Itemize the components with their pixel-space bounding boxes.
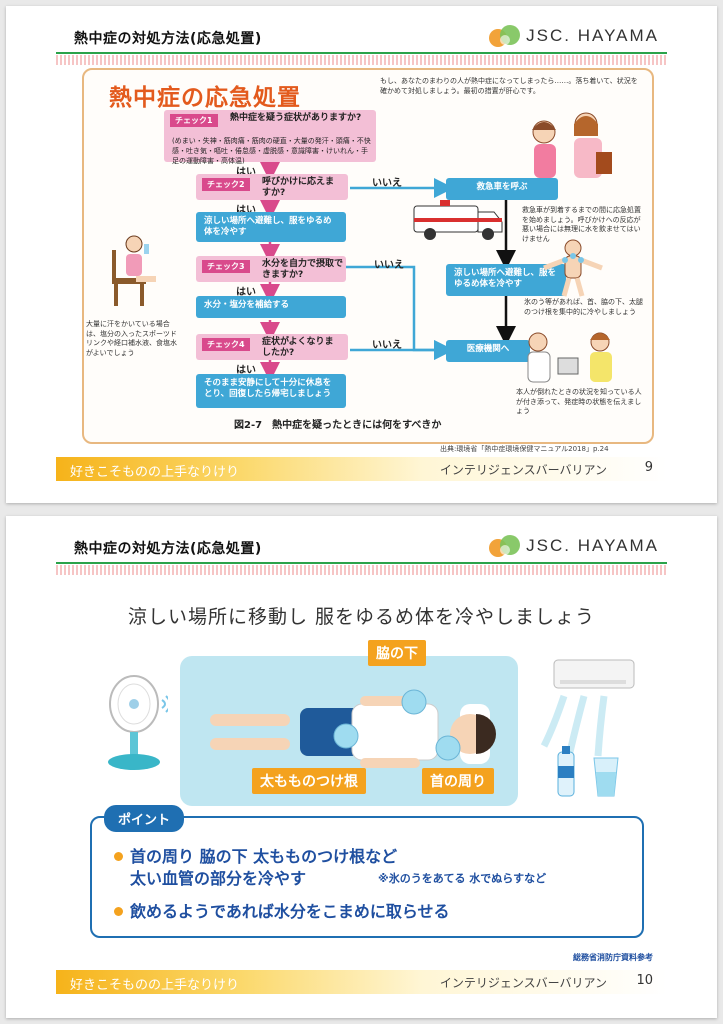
hospital-note: 本人が倒れたときの状況を知っている人が付き添って、発症時の状態を伝えましょう [516,388,642,415]
check2-box: チェック2 呼びかけに応えますか? [196,174,348,200]
no-label-3: いいえ [372,340,402,351]
page-number: 9 [644,460,653,475]
slide-header-title: 熱中症の対処方法(応急処置) [74,541,262,557]
source-note: 総務省消防庁資料参考 [573,953,653,962]
hospital-box: 医療機関へ [446,340,530,362]
check1-box: チェック1 熱中症を疑う症状がありますか? (めまい・失神・筋肉痛・筋肉の硬直・… [164,110,376,165]
header-stripe [56,565,667,575]
helper-and-victim-icon [532,112,612,178]
slide-title: 涼しい場所に移動し 服をゆるめ体を冷やしましょう [127,606,596,628]
yes-label-2: はい [236,205,256,216]
logo-circles-icon [489,25,521,47]
check3-box: チェック3 水分を自力で摂取できますか? [196,256,346,282]
first-aid-panel: 熱中症の応急処置 もし、あなたのまわりの人が熱中症になってしまったら……。落ち着… [82,68,654,444]
source-note: 出典:環境省「熱中症環境保健マニュアル2018」p.24 [440,445,609,453]
person-drinking-icon [112,235,156,306]
logo-text: JSC. HAYAMA [526,536,659,555]
slide-9: 熱中症の対処方法(応急処置) JSC. HAYAMA 熱中症の応急処置 もし、あ… [6,6,717,503]
lying-person-icon [210,689,496,768]
check1-tag: チェック1 [170,114,218,127]
footer-company: インテリジェンスバーバリアン [439,976,607,990]
ambulance-note: 救急車が到着するまでの間に応急処置を始めましょう。呼びかけへの反応が悪い場合には… [522,206,641,243]
slide-header-title: 熱中症の対処方法(応急処置) [74,31,262,47]
point2-line: 飲めるようであれば水分をこまめに取らせる [130,902,450,921]
hydrate-box: 水分・塩分を補給する [196,296,346,318]
air-conditioner-icon [540,659,635,757]
label-armpit: 脇の下 [368,640,426,666]
check4-box: チェック4 症状がよくなりましたか? [196,334,348,360]
check2-question: 呼びかけに応えますか? [262,177,335,198]
header-divider [56,562,667,564]
label-neck: 首の周り [422,768,494,794]
jsc-hayama-logo: JSC. HAYAMA [488,532,659,560]
panel-intro: もし、あなたのまわりの人が熱中症になってしまったら……。落ち着いて、状況を確かめ… [380,77,638,95]
logo-text: JSC. HAYAMA [526,26,659,45]
point1-line1: 首の周り 脇の下 太もものつけ根など [130,847,398,866]
header-stripe [56,55,667,65]
slide-footer: 好きこそものの上手なりけり インテリジェンスバーバリアン 10 [56,970,667,994]
figure-caption: 図2-7 熱中症を疑ったときには何をすべきか [234,420,442,431]
panel-title: 熱中症の応急処置 [109,85,301,111]
medical-staff-icon [527,332,612,383]
rest-box: そのまま安静にして十分に休息をとり、回復したら帰宅しましょう [196,374,346,408]
bullet-dot-1 [114,852,123,861]
slide-footer: 好きこそものの上手なりけり インテリジェンスバーバリアン 9 [56,457,667,481]
cool-down-box: 涼しい場所へ避難し、服をゆるめ体を冷やす [196,212,346,242]
point1-line2: 太い血管の部分を冷やす [130,869,307,888]
check4-question: 症状がよくなりましたか? [262,337,334,358]
footer-motto: 好きこそものの上手なりけり [70,978,240,993]
check3-tag: チェック3 [202,260,250,273]
point-box [90,816,644,938]
ambulance-icon [413,200,503,240]
water-bottle-and-glass-icon [557,746,619,797]
point-tag: ポイント [104,805,185,832]
check3-question: 水分を自力で摂取できますか? [262,259,344,280]
sweat-note: 大量に汗をかいている場合は、塩分の入ったスポーツドリンクや経口補水液、食塩水がよ… [86,320,177,357]
electric-fan-icon [108,675,168,770]
point1-note: ※氷のうをあてる 水でぬらすなど [378,872,547,885]
no-label-2: いいえ [374,260,404,271]
logo-circles-icon [489,535,521,557]
no-label-1: いいえ [372,178,402,189]
yes-label-4: はい [236,365,256,376]
check1-symptoms: (めまい・失神・筋肉痛・筋肉の硬直・大量の発汗・頭痛・不快感・吐き気・嘔吐・倦怠… [172,137,371,165]
check1-question: 熱中症を疑う症状がありますか? [230,113,362,123]
label-thigh: 太もものつけ根 [252,768,366,794]
page-number: 10 [636,973,653,988]
cooling-body-icon [543,239,603,297]
call-ambulance-box: 救急車を呼ぶ [446,178,558,200]
footer-company: インテリジェンスバーバリアン [439,463,607,477]
bullet-dot-2 [114,907,123,916]
yes-label-3: はい [236,287,256,298]
check2-tag: チェック2 [202,178,250,191]
yes-label-1: はい [236,167,256,178]
jsc-hayama-logo: JSC. HAYAMA [488,22,659,50]
check4-tag: チェック4 [202,338,250,351]
header-divider [56,52,667,54]
slide-10: 熱中症の対処方法(応急処置) JSC. HAYAMA 涼しい場所に移動し 服をゆ… [6,516,717,1018]
footer-motto: 好きこそものの上手なりけり [70,465,240,480]
flowchart-arrows [260,162,516,382]
ice-pack-note: 氷のう等があれば、首、脇の下、太腿のつけ根を集中的に冷やしましょう [524,298,643,316]
